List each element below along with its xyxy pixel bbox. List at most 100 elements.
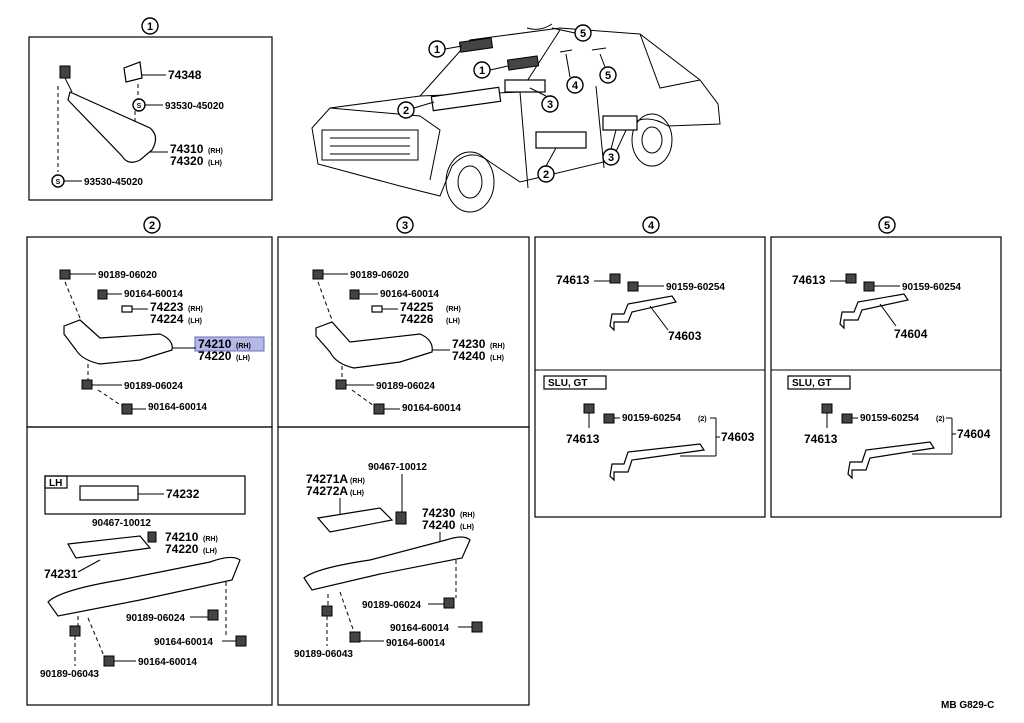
part-74240[interactable]: 74240 <box>452 349 486 363</box>
variant-slu-gt-5: SLU, GT <box>792 378 831 389</box>
part-74613-v4[interactable]: 74613 <box>566 432 600 446</box>
callout-5b: 5 <box>599 53 617 84</box>
part-90164-60014-b[interactable]: 90164-60014 <box>148 402 207 413</box>
part-90189-06043[interactable]: 90189-06043 <box>40 669 99 680</box>
part-74230[interactable]: 74230 <box>452 337 486 351</box>
part-74603-v4[interactable]: 74603 <box>721 430 755 444</box>
part-90189-06024-3[interactable]: 90189-06024 <box>376 381 435 392</box>
section-5: 74613 90159-60254 74604 SLU, GT 74613 90… <box>770 236 1002 518</box>
ref-label-1: 1 <box>147 21 153 33</box>
part-93530-a[interactable]: 93530-45020 <box>165 101 224 112</box>
suffix-rh: (RH) <box>446 306 461 313</box>
part-74226[interactable]: 74226 <box>400 312 434 326</box>
part-90164-60014-3d[interactable]: 90164-60014 <box>386 638 445 649</box>
diagram-code: MB G829-C <box>941 700 994 711</box>
suffix-rh: (RH) <box>236 343 251 350</box>
part-90189-06024-3b[interactable]: 90189-06024 <box>362 600 421 611</box>
svg-text:5: 5 <box>580 28 586 40</box>
callout-1a: 1 <box>428 40 463 58</box>
part-90164-60014-3[interactable]: 90164-60014 <box>380 289 439 300</box>
assist-grip-bracket-part[interactable] <box>609 295 677 332</box>
suffix-rh: (RH) <box>208 148 223 155</box>
ref-label-2: 2 <box>149 220 155 232</box>
part-74230-b[interactable]: 74230 <box>422 506 456 520</box>
switch-panel-lh-part[interactable] <box>79 485 139 501</box>
suffix-lh: (LH) <box>350 490 364 497</box>
ref-circle-1 <box>141 17 159 35</box>
part-90164-60014[interactable]: 90164-60014 <box>124 289 183 300</box>
section-2-lower-frame <box>26 426 273 706</box>
part-90159-60254-v4[interactable]: 90159-60254 <box>622 413 681 424</box>
part-90159-60254[interactable]: 90159-60254 <box>666 282 725 293</box>
visor-bracket-part[interactable] <box>123 61 143 83</box>
rear-armrest-part[interactable] <box>315 321 433 369</box>
part-90164-60014-3b[interactable]: 90164-60014 <box>402 403 461 414</box>
part-90164-60014-d[interactable]: 90164-60014 <box>138 657 197 668</box>
part-74210-b[interactable]: 74210 <box>165 530 199 544</box>
part-74310[interactable]: 74310 <box>170 142 204 156</box>
assist-grip-bracket-5-part[interactable] <box>839 293 909 330</box>
part-74220-b[interactable]: 74220 <box>165 542 199 556</box>
visor-hinge-part[interactable] <box>59 65 71 79</box>
part-74240-b[interactable]: 74240 <box>422 518 456 532</box>
ref-label-5: 5 <box>884 220 890 232</box>
part-74231[interactable]: 74231 <box>44 567 78 581</box>
part-74271a[interactable]: 74271A <box>306 472 348 486</box>
part-74232[interactable]: 74232 <box>166 487 200 501</box>
part-93530-b[interactable]: 93530-45020 <box>84 177 143 188</box>
callout-2a: 2 <box>397 101 435 119</box>
assist-grip-bracket-v4-part[interactable] <box>609 443 706 482</box>
rear-armrest-long-part[interactable] <box>303 536 471 591</box>
part-74604-v5[interactable]: 74604 <box>957 427 991 441</box>
assist-grip-bracket-v5-part[interactable] <box>847 441 936 480</box>
lh-inset-frame <box>44 475 246 515</box>
armrest-long-part[interactable] <box>47 556 241 617</box>
part-74603[interactable]: 74603 <box>668 329 702 343</box>
part-74210[interactable]: 74210 <box>198 337 232 351</box>
part-90189-06024-b[interactable]: 90189-06024 <box>126 613 185 624</box>
part-74348[interactable]: 74348 <box>168 68 202 82</box>
ref-label-3: 3 <box>402 220 408 232</box>
part-74613-v5[interactable]: 74613 <box>804 432 838 446</box>
part-74613-5[interactable]: 74613 <box>792 273 826 287</box>
armrest-part[interactable] <box>63 319 173 365</box>
section-3-lower: 90467-10012 74271A (RH) 74272A (LH) 7423… <box>277 426 530 706</box>
svg-text:3: 3 <box>608 152 614 164</box>
part-90189-06020-3[interactable]: 90189-06020 <box>350 270 409 281</box>
callout-4: 4 <box>565 53 584 94</box>
suffix-lh: (LH) <box>446 318 460 325</box>
part-90159-60254-5[interactable]: 90159-60254 <box>902 282 961 293</box>
suffix-lh: (LH) <box>208 160 222 167</box>
callout-1b: 1 <box>473 61 509 79</box>
car-overview: 1 1 2 2 3 3 4 <box>311 23 721 213</box>
svg-text:5: 5 <box>605 70 611 82</box>
part-74320[interactable]: 74320 <box>170 154 204 168</box>
section-4-frame <box>534 236 766 518</box>
part-74224[interactable]: 74224 <box>150 312 184 326</box>
sun-visor-part[interactable] <box>67 91 157 163</box>
part-74225[interactable]: 74225 <box>400 300 434 314</box>
part-74220[interactable]: 74220 <box>198 349 232 363</box>
part-74223[interactable]: 74223 <box>150 300 184 314</box>
part-90189-06020[interactable]: 90189-06020 <box>98 270 157 281</box>
quantity-2: (2) <box>698 416 707 423</box>
suffix-rh: (RH) <box>203 536 218 543</box>
part-90189-06024[interactable]: 90189-06024 <box>124 381 183 392</box>
part-90467-10012-3[interactable]: 90467-10012 <box>368 462 427 473</box>
svg-text:1: 1 <box>434 44 440 56</box>
svg-text:4: 4 <box>572 80 579 92</box>
part-90159-60254-v5[interactable]: 90159-60254 <box>860 413 919 424</box>
callout-3b: 3 <box>602 129 620 166</box>
callout-2b: 2 <box>537 147 557 183</box>
rear-switch-base-part[interactable] <box>316 507 394 533</box>
part-74272a[interactable]: 74272A <box>306 484 348 498</box>
section-5-frame <box>770 236 1002 518</box>
part-90164-60014-3c[interactable]: 90164-60014 <box>390 623 449 634</box>
part-74604[interactable]: 74604 <box>894 327 928 341</box>
part-74613[interactable]: 74613 <box>556 273 590 287</box>
part-90189-06043-3[interactable]: 90189-06043 <box>294 649 353 660</box>
part-90164-60014-c[interactable]: 90164-60014 <box>154 637 213 648</box>
part-90467-10012[interactable]: 90467-10012 <box>92 518 151 529</box>
switch-base-part[interactable] <box>67 535 152 559</box>
svg-text:1: 1 <box>479 65 485 77</box>
